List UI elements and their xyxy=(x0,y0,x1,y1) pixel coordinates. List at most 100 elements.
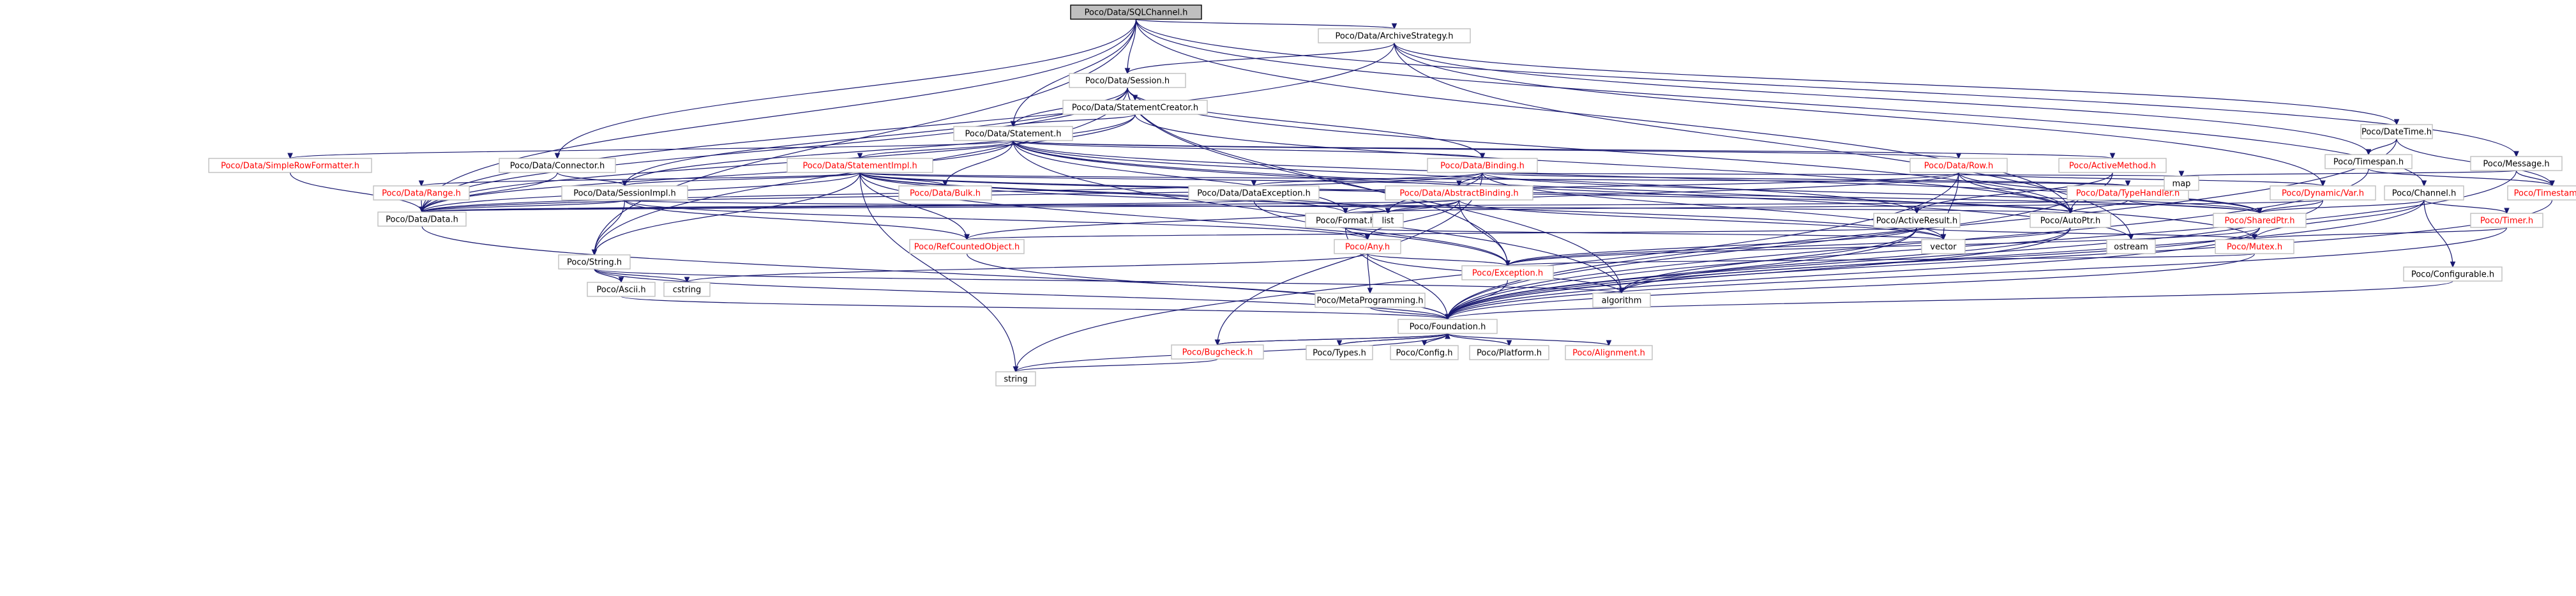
node-poco-bugcheck-h[interactable]: Poco/Bugcheck.h xyxy=(1171,344,1264,360)
include-edge xyxy=(1482,172,2182,177)
node-label: list xyxy=(1382,217,1394,226)
edge-arrowhead xyxy=(1445,314,1450,321)
node-poco-refcountedobject-h[interactable]: Poco/RefCountedObject.h xyxy=(909,239,1025,254)
include-edge xyxy=(1507,227,1918,266)
node-poco-data-sqlchannel-h[interactable]: Poco/Data/SQLChannel.h xyxy=(1070,4,1202,20)
node-label: Poco/Platform.h xyxy=(1477,349,1542,358)
edge-arrowhead xyxy=(1940,234,1947,241)
node-poco-data-session-h[interactable]: Poco/Data/Session.h xyxy=(1069,73,1186,88)
node-poco-autoptr-h[interactable]: Poco/AutoPtr.h xyxy=(2030,213,2111,228)
node-box xyxy=(1390,345,1459,360)
node-poco-platform-h[interactable]: Poco/Platform.h xyxy=(1469,345,1549,360)
node-poco-timespan-h[interactable]: Poco/Timespan.h xyxy=(2324,154,2413,169)
node-poco-exception-h[interactable]: Poco/Exception.h xyxy=(1461,265,1554,280)
node-poco-timer-h[interactable]: Poco/Timer.h xyxy=(2470,213,2543,228)
node-label: Poco/SharedPtr.h xyxy=(2224,217,2294,226)
node-box xyxy=(909,239,1025,254)
node-label: Poco/Data/Data.h xyxy=(386,215,458,225)
node-label: cstring xyxy=(673,286,701,295)
include-edge xyxy=(1394,42,2369,155)
node-poco-data-statementimpl-h[interactable]: Poco/Data/StatementImpl.h xyxy=(787,158,933,173)
node-poco-timestamp-h[interactable]: Poco/Timestamp.h xyxy=(2507,185,2576,201)
node-poco-channel-h[interactable]: Poco/Channel.h xyxy=(2384,185,2464,201)
node-box xyxy=(1461,265,1554,280)
node-poco-config-h[interactable]: Poco/Config.h xyxy=(1390,345,1459,360)
node-label: Poco/Data/ArchiveStrategy.h xyxy=(1335,32,1453,42)
include-edge xyxy=(1447,280,2453,320)
include-edge xyxy=(2259,199,2425,214)
node-poco-string-h[interactable]: Poco/String.h xyxy=(558,254,631,270)
node-poco-data-sessionimpl-h[interactable]: Poco/Data/SessionImpl.h xyxy=(561,185,688,201)
node-poco-alignment-h[interactable]: Poco/Alignment.h xyxy=(1565,345,1653,360)
node-poco-data-abstractbinding-h[interactable]: Poco/Data/AbstractBinding.h xyxy=(1385,185,1533,201)
include-edge xyxy=(421,42,1395,213)
include-edge xyxy=(594,172,861,256)
node-poco-data-connector-h[interactable]: Poco/Data/Connector.h xyxy=(499,158,616,173)
include-edge xyxy=(859,140,1014,159)
node-box xyxy=(2164,176,2199,191)
node-list: list xyxy=(1372,213,1404,228)
node-poco-data-data-h[interactable]: Poco/Data/Data.h xyxy=(377,211,467,227)
node-poco-sharedptr-h[interactable]: Poco/SharedPtr.h xyxy=(2213,213,2307,228)
node-poco-activemethod-h[interactable]: Poco/ActiveMethod.h xyxy=(2058,158,2167,173)
node-label: Poco/String.h xyxy=(567,258,622,268)
node-string: string xyxy=(995,371,1036,386)
edge-arrowhead xyxy=(1479,153,1486,160)
include-edge xyxy=(2368,168,2553,187)
node-poco-data-statementcreator-h[interactable]: Poco/Data/StatementCreator.h xyxy=(1062,100,1208,115)
node-label: Poco/Any.h xyxy=(1345,243,1390,252)
node-poco-configurable-h[interactable]: Poco/Configurable.h xyxy=(2403,266,2503,282)
node-box xyxy=(1314,293,1426,308)
node-label: Poco/ActiveResult.h xyxy=(1876,217,1958,226)
node-box xyxy=(1069,73,1186,88)
include-edge xyxy=(421,199,626,213)
node-poco-data-archivestrategy-h[interactable]: Poco/Data/ArchiveStrategy.h xyxy=(1318,28,1471,43)
node-poco-foundation-h[interactable]: Poco/Foundation.h xyxy=(1397,319,1498,334)
node-poco-message-h[interactable]: Poco/Message.h xyxy=(2470,156,2563,171)
node-poco-any-h[interactable]: Poco/Any.h xyxy=(1334,239,1401,254)
node-poco-metaprogramming-h[interactable]: Poco/MetaProgramming.h xyxy=(1314,293,1426,308)
node-poco-data-dataexception-h[interactable]: Poco/Data/DataException.h xyxy=(1188,185,1320,201)
node-poco-data-binding-h[interactable]: Poco/Data/Binding.h xyxy=(1427,158,1538,173)
node-box xyxy=(1469,345,1549,360)
include-edge xyxy=(1507,227,2071,266)
node-poco-dynamic-var-h[interactable]: Poco/Dynamic/Var.h xyxy=(2270,185,2376,201)
include-edge xyxy=(1013,114,1136,127)
node-poco-data-simplerowformatter-h[interactable]: Poco/Data/SimpleRowFormatter.h xyxy=(208,158,372,173)
node-label: algorithm xyxy=(1602,296,1642,306)
include-edge xyxy=(421,19,1137,213)
edge-arrowhead xyxy=(2257,208,2263,215)
node-label: Poco/Mutex.h xyxy=(2227,243,2282,252)
edge-arrowhead xyxy=(2109,153,2116,160)
node-poco-types-h[interactable]: Poco/Types.h xyxy=(1306,345,1373,360)
edge-arrowhead xyxy=(2178,171,2185,178)
include-edge xyxy=(859,172,1460,187)
node-box xyxy=(1171,344,1264,360)
include-edge xyxy=(1447,333,1510,346)
edge-arrowhead xyxy=(554,153,561,160)
node-poco-data-typehandler-h[interactable]: Poco/Data/TypeHandler.h xyxy=(2067,185,2189,201)
edge-arrowhead xyxy=(2252,234,2257,241)
include-edge xyxy=(2181,170,2517,177)
node-poco-activeresult-h[interactable]: Poco/ActiveResult.h xyxy=(1873,213,1961,228)
node-box xyxy=(558,254,631,270)
include-edge xyxy=(1253,199,1509,266)
include-edge xyxy=(1447,253,2256,320)
node-poco-data-statement-h[interactable]: Poco/Data/Statement.h xyxy=(953,126,1073,141)
node-cstring: cstring xyxy=(663,282,711,297)
include-edge xyxy=(624,199,2071,214)
node-poco-data-range-h[interactable]: Poco/Data/Range.h xyxy=(373,185,470,201)
node-poco-datetime-h[interactable]: Poco/DateTime.h xyxy=(2360,124,2433,139)
edge-arrowhead xyxy=(1214,339,1221,346)
include-edge xyxy=(1135,19,2425,187)
include-edge xyxy=(1367,199,1460,240)
node-poco-mutex-h[interactable]: Poco/Mutex.h xyxy=(2215,239,2294,254)
node-box xyxy=(1921,239,1966,254)
include-edge xyxy=(1344,199,2324,214)
node-poco-data-bulk-h[interactable]: Poco/Data/Bulk.h xyxy=(898,185,992,201)
node-poco-data-row-h[interactable]: Poco/Data/Row.h xyxy=(1909,158,2008,173)
node-poco-format-h[interactable]: Poco/Format.h xyxy=(1305,213,1386,228)
edge-arrowhead xyxy=(1251,180,1257,187)
include-edge xyxy=(594,268,1622,294)
node-poco-ascii-h[interactable]: Poco/Ascii.h xyxy=(587,282,656,297)
